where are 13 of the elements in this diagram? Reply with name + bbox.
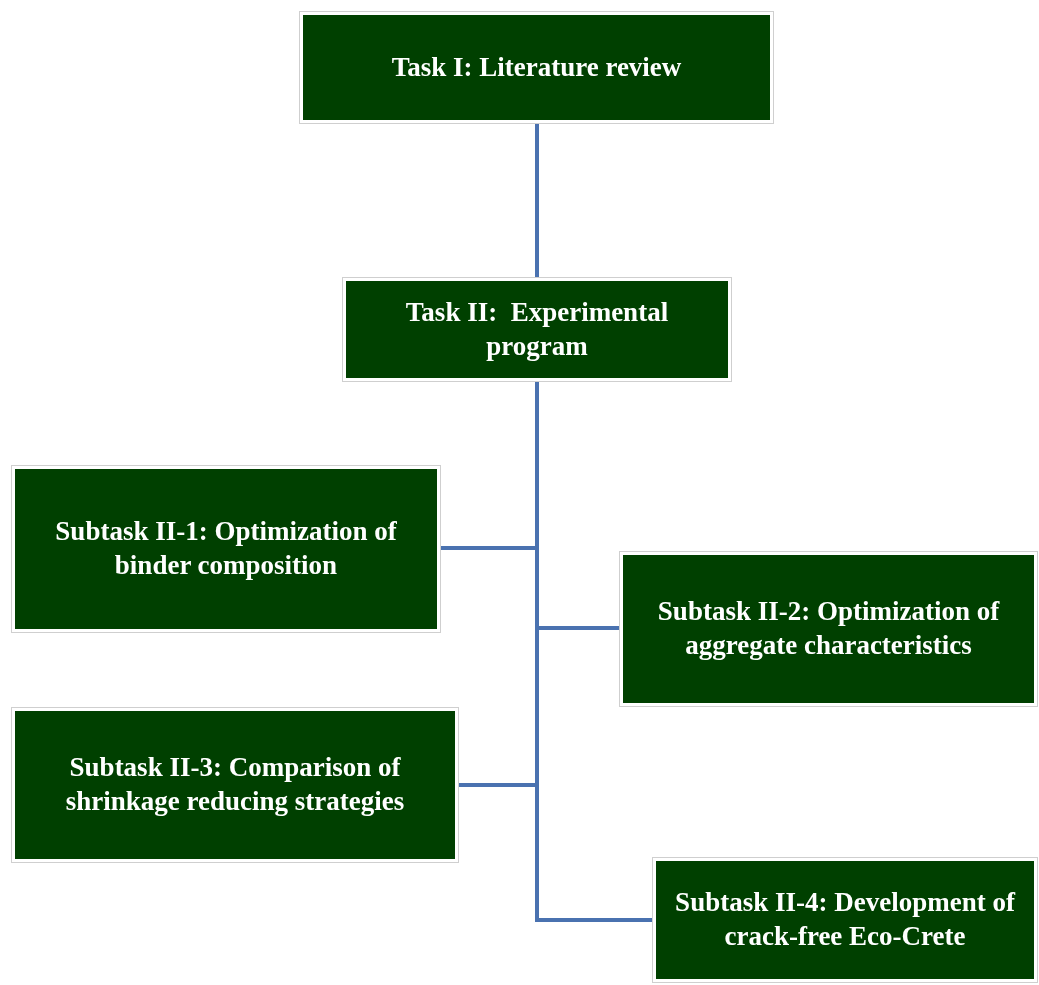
task-box — [12, 466, 440, 632]
task-label: Subtask II-3: Comparison of shrinkage reducing strategies — [64, 751, 406, 818]
task-box — [653, 858, 1037, 982]
task-label: Subtask II-4: Development of crack-free Eco-Crete — [674, 886, 1017, 953]
task-box — [12, 708, 458, 862]
task-box — [300, 12, 773, 123]
connector-line — [535, 123, 539, 278]
task-box — [620, 552, 1037, 706]
task-label: Subtask II-1: Optimization of binder composition — [54, 515, 398, 582]
task-label: Subtask II-2: Optimization of aggregate characteristics — [656, 595, 1001, 662]
task-box — [343, 278, 731, 381]
task-label: Task I: Literature review — [391, 50, 682, 84]
task-label: Task II: Experimental program — [404, 295, 670, 363]
